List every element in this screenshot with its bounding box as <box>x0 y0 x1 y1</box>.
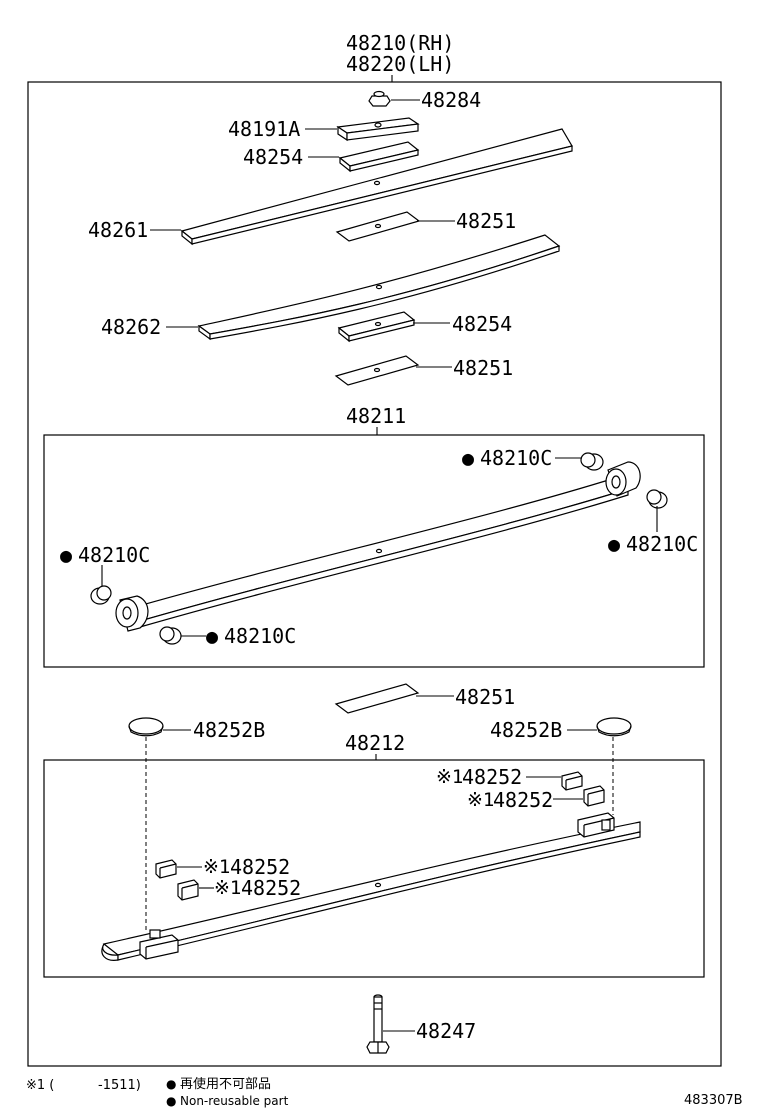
part-48210C-b-label: 48210C <box>224 624 296 648</box>
footnote-ref: ※1 ( <box>26 1078 54 1093</box>
bolt-48247-icon <box>366 994 390 1054</box>
part-48252B-l-label: 48252B <box>193 718 265 742</box>
bullet-b: ● <box>206 624 218 648</box>
clip-48252-l2-icon <box>177 879 199 901</box>
insulator-48252B-l-icon <box>128 717 164 737</box>
nut-48284-icon <box>368 90 391 107</box>
block-48191A-icon <box>336 117 420 142</box>
diagram-code: 483307B <box>684 1093 743 1108</box>
assembly-lh-label: 48220(LH) <box>346 52 454 76</box>
ref-mark-l2: ※1 <box>214 877 241 899</box>
part-48210C-r-label: 48210C <box>626 532 698 556</box>
leaf-48261-icon <box>180 128 573 246</box>
bushing-48210C-b-icon <box>159 626 182 645</box>
part-48252B-r-label: 48252B <box>490 718 562 742</box>
bushing-48210C-tr-icon <box>580 452 604 471</box>
legend-bullet-jp: ● <box>166 1077 176 1091</box>
assembly-rh-label: 48210(RH) <box>346 31 454 55</box>
legend-bullet-en: ● <box>166 1094 176 1108</box>
part-48251-a-label: 48251 <box>456 209 516 233</box>
clip-48252-l1-icon <box>155 859 177 879</box>
part-48191A-label: 48191A <box>228 117 300 141</box>
bullet-r: ● <box>608 532 620 556</box>
pad-48254-b-icon <box>337 311 416 343</box>
lower-leaf-48212-icon <box>101 812 641 961</box>
part-48262-label: 48262 <box>101 315 161 339</box>
part-48210C-l-label: 48210C <box>78 543 150 567</box>
clip-48252-r2-icon <box>583 785 605 807</box>
pad-48251-b-icon <box>334 355 420 386</box>
part-48252-r1-label: 48252 <box>462 765 522 789</box>
lower-leaf-frame <box>43 759 705 978</box>
part-48247-label: 48247 <box>416 1019 476 1043</box>
part-48254-b-label: 48254 <box>452 312 512 336</box>
bushing-48210C-l-icon <box>90 585 112 605</box>
legend-en: Non-reusable part <box>180 1094 289 1108</box>
main-leaf-48211-icon <box>115 461 641 632</box>
legend-jp: 再使用不可部品 <box>180 1076 271 1092</box>
part-48252-l2-label: 48252 <box>241 876 301 900</box>
bullet-tr: ● <box>462 446 474 470</box>
footnote-range: -1511) <box>98 1078 141 1093</box>
clip-48252-r1-icon <box>561 771 583 791</box>
part-48261-label: 48261 <box>88 218 148 242</box>
pad-48251-c-icon <box>334 683 420 714</box>
part-48254-top-label: 48254 <box>243 145 303 169</box>
assembly-frame <box>27 81 722 1067</box>
leaf-48262-icon <box>197 234 561 341</box>
part-48284-label: 48284 <box>421 88 481 112</box>
part-48212-label: 48212 <box>345 731 405 755</box>
pad-48251-a-icon <box>335 211 421 242</box>
insulator-48252B-r-icon <box>596 717 632 737</box>
part-48211-label: 48211 <box>346 404 406 428</box>
bullet-l: ● <box>60 543 72 567</box>
part-48251-c-label: 48251 <box>455 685 515 709</box>
part-48210C-tr-label: 48210C <box>480 446 552 470</box>
part-48251-b-label: 48251 <box>453 356 513 380</box>
ref-mark-r2: ※1 <box>467 789 494 811</box>
bushing-48210C-r-icon <box>646 489 668 509</box>
part-48252-l1-label: 48252 <box>230 855 290 879</box>
pad-48254-top-icon <box>338 141 420 173</box>
ref-mark-l1: ※1 <box>203 856 230 878</box>
main-leaf-frame <box>43 434 705 668</box>
part-48252-r2-label: 48252 <box>493 788 553 812</box>
ref-mark-r1: ※1 <box>436 766 463 788</box>
